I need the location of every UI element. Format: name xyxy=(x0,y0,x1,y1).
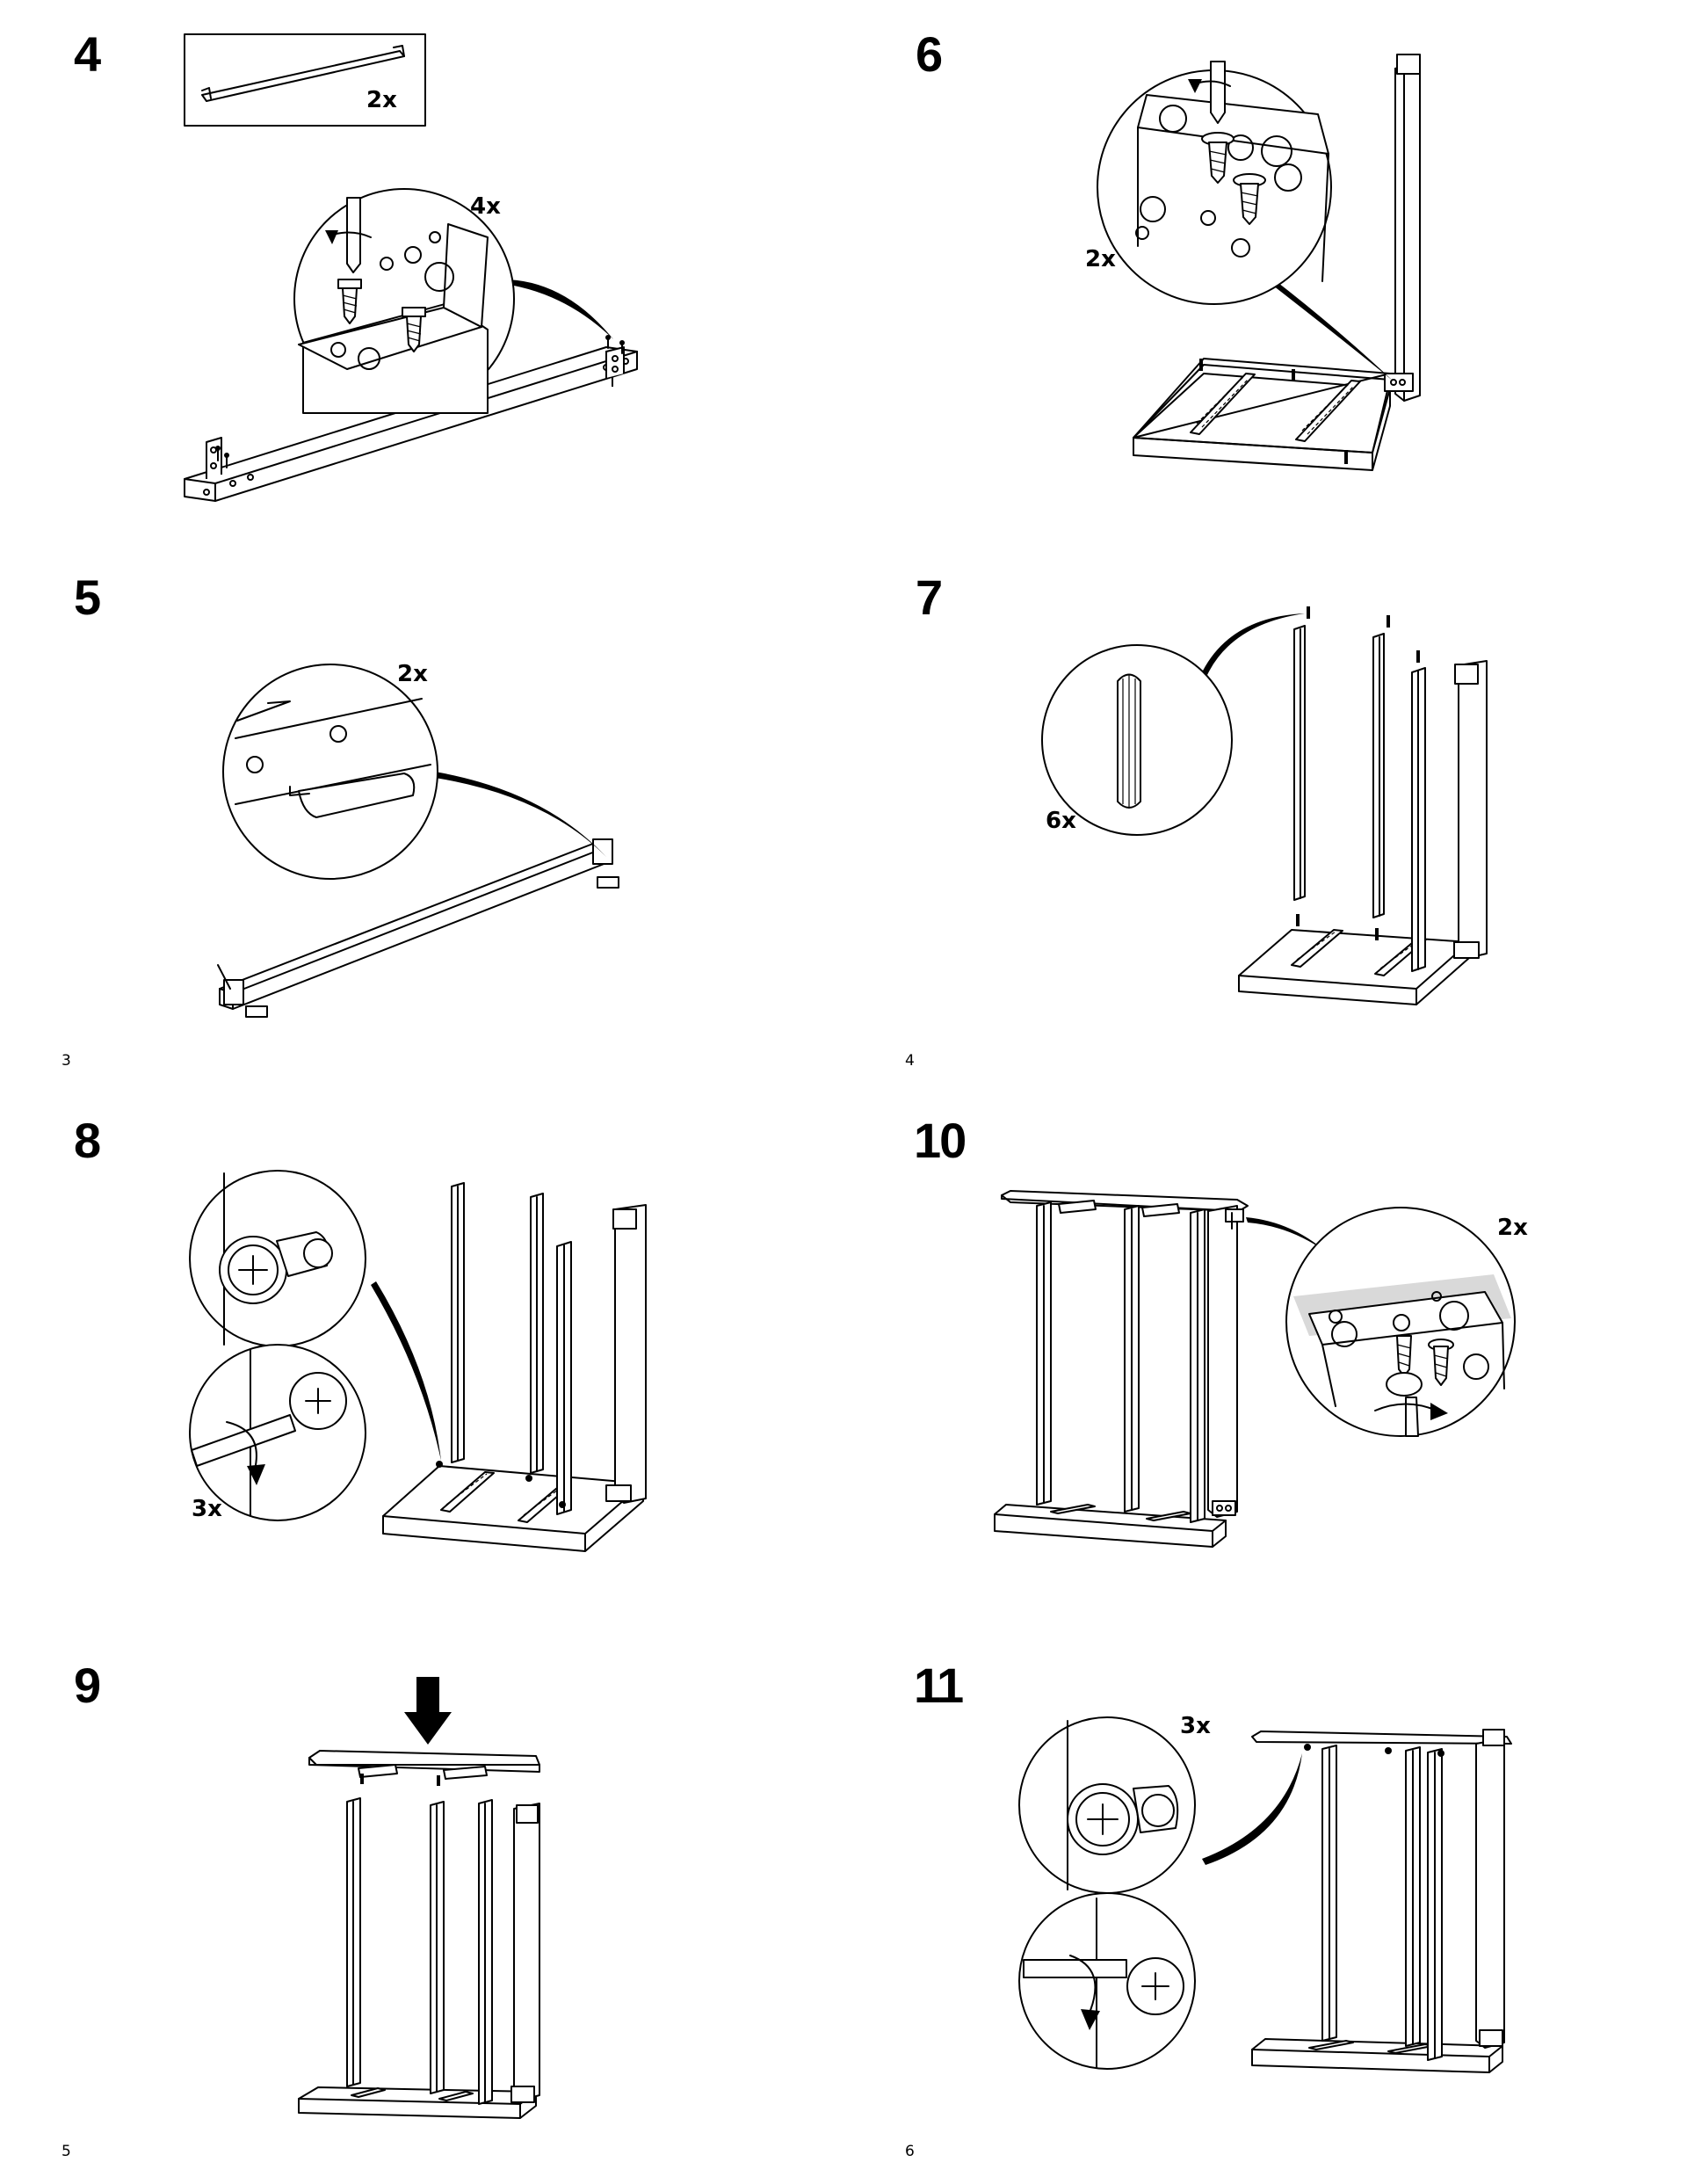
angle-bracket-right xyxy=(605,346,625,387)
step11-detail-circle-bottom xyxy=(1018,1892,1196,2070)
quantity-label-step6: 2x xyxy=(1085,246,1116,272)
callout-pointer xyxy=(1202,1753,1302,1865)
callout-pointer xyxy=(496,279,613,339)
drawer-runner-icon xyxy=(1291,929,1427,976)
screwdriver-icon xyxy=(1023,1959,1127,1978)
screwdriver-icon xyxy=(346,197,361,273)
screwdriver-icon xyxy=(191,1414,296,1467)
drawer-runner-icon xyxy=(1190,373,1361,442)
step-number-7: 7 xyxy=(916,570,943,625)
step9-cabinet xyxy=(298,1797,540,2119)
step-number-5: 5 xyxy=(74,570,101,625)
drawer-runner-icon xyxy=(1050,1200,1191,1521)
rotation-arrow-icon xyxy=(226,1421,257,1470)
step9-top-panel xyxy=(308,1750,540,1786)
callout-pointer xyxy=(435,772,606,857)
dowel-icon xyxy=(1296,606,1420,940)
cam-lock-icon xyxy=(219,1231,333,1304)
step10-cabinet xyxy=(994,1190,1249,1548)
step-number-11: 11 xyxy=(914,1658,964,1713)
cam-lock-icon xyxy=(1067,1783,1179,1855)
callout-pointer xyxy=(1265,277,1393,381)
step6-base-panel xyxy=(1133,358,1391,471)
step6-detail-circle xyxy=(1097,61,1332,305)
drawer-runner-icon xyxy=(358,1764,488,1780)
screw-icon xyxy=(337,279,426,352)
rotation-arrow-icon xyxy=(1069,1955,1097,2013)
screwdriver-icon xyxy=(1405,1397,1419,1437)
page-number-5: 5 xyxy=(62,2143,71,2160)
callout-pointer xyxy=(371,1281,441,1461)
page-number-3: 3 xyxy=(62,1052,71,1070)
step4-detail-circle xyxy=(293,188,515,414)
step11-cabinet xyxy=(1251,1729,1512,2073)
step7-cabinet xyxy=(1238,606,1488,1005)
down-arrow-icon xyxy=(404,1677,452,1745)
step8-detail-circle-top xyxy=(189,1170,366,1347)
screw-icon xyxy=(1386,1335,1454,1397)
step5-rail xyxy=(217,772,619,1018)
drawer-runner-icon xyxy=(351,2087,474,2101)
screw-icon xyxy=(1201,132,1266,225)
screw-icon xyxy=(215,335,625,468)
quantity-label-step7: 6x xyxy=(1046,808,1076,834)
callout-pointer xyxy=(1246,1217,1327,1252)
step6-side-panel xyxy=(1384,54,1421,402)
step10-detail-circle xyxy=(1285,1207,1516,1437)
step4-rail-assembly xyxy=(184,279,638,502)
glide-foot-icon xyxy=(289,773,416,818)
quantity-label-step5: 2x xyxy=(397,661,428,687)
step5-detail-circle xyxy=(222,664,438,880)
quantity-label-step10: 2x xyxy=(1497,1215,1528,1241)
step-number-10: 10 xyxy=(914,1113,967,1168)
step-number-8: 8 xyxy=(74,1113,101,1168)
quantity-label-step4-part: 2x xyxy=(366,87,397,113)
step4-parts-box xyxy=(184,33,426,127)
dowel-icon xyxy=(1117,673,1141,809)
step-number-6: 6 xyxy=(916,26,943,82)
step8-detail-circle-bottom xyxy=(189,1344,366,1521)
step-number-4: 4 xyxy=(74,26,101,82)
page-number-6: 6 xyxy=(905,2143,915,2160)
angle-bracket-left xyxy=(206,437,222,479)
step-number-9: 9 xyxy=(74,1658,101,1713)
cam-lock-icon xyxy=(1126,1957,1184,2015)
step7-detail-circle xyxy=(1041,644,1233,836)
cam-lock-icon xyxy=(289,1372,347,1430)
quantity-label-step8: 3x xyxy=(192,1496,222,1522)
page-number-4: 4 xyxy=(905,1052,915,1070)
quantity-label-step11: 3x xyxy=(1180,1713,1211,1739)
callout-pointer xyxy=(1202,613,1305,675)
dowel-icon xyxy=(1199,359,1348,464)
step8-cabinet xyxy=(382,1182,647,1552)
step11-detail-circle-top xyxy=(1018,1716,1196,1894)
rail-part-icon xyxy=(201,45,405,102)
screwdriver-icon xyxy=(1210,61,1226,124)
